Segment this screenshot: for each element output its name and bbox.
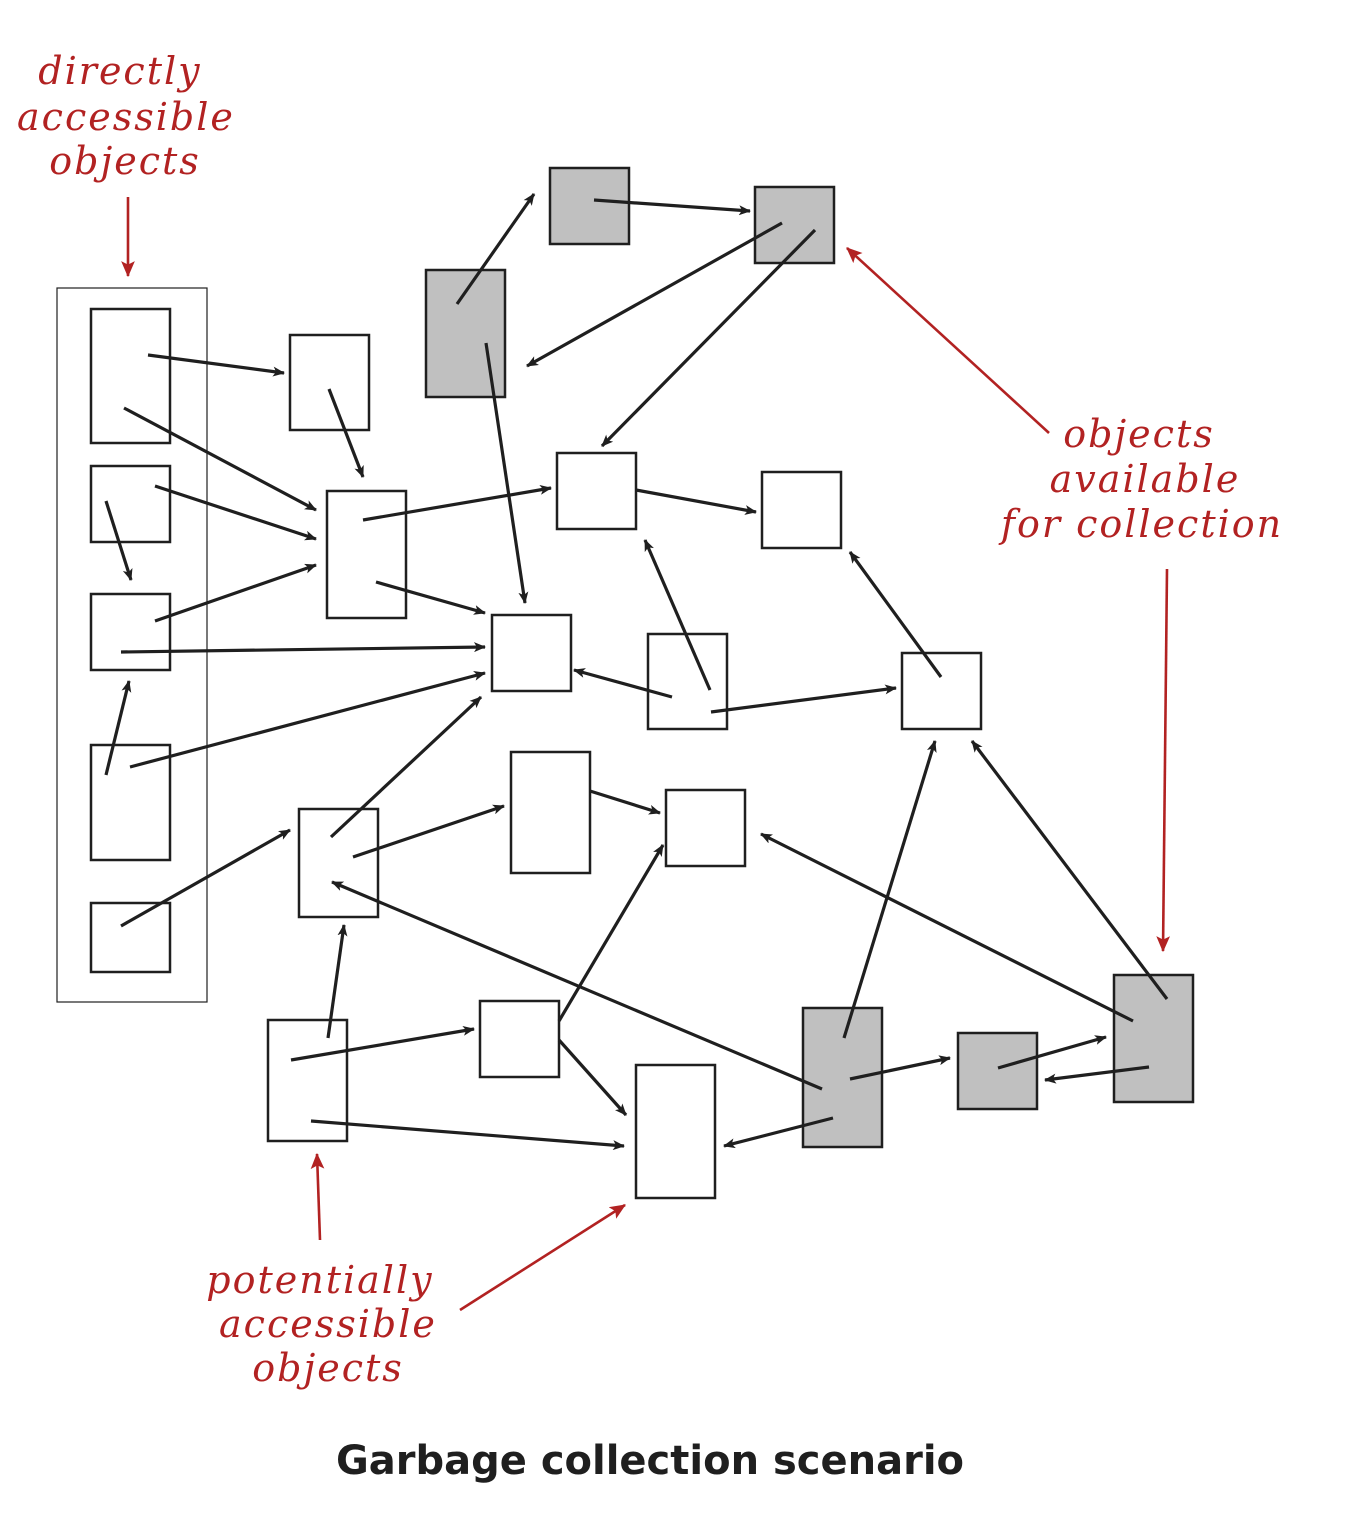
reference-arrow xyxy=(375,580,486,615)
live-objects xyxy=(266,333,983,1200)
reference-arrow xyxy=(104,680,132,776)
reference-arrow xyxy=(557,844,665,1022)
reference-arrow xyxy=(326,924,348,1039)
label-line: objects xyxy=(1063,412,1215,456)
reference-arrow xyxy=(154,484,317,541)
root-object-4[interactable] xyxy=(89,743,172,862)
root-objects xyxy=(89,307,172,974)
reference-arrow xyxy=(455,193,536,305)
annotation-arrows xyxy=(121,197,1171,1312)
label-line: directly xyxy=(38,49,201,93)
label-directly-accessible: directly accessible objects xyxy=(17,49,249,183)
label-line: available xyxy=(1050,457,1241,501)
garbage-object-5[interactable] xyxy=(956,1031,1039,1111)
reference-arrow xyxy=(760,832,1134,1023)
reference-arrow xyxy=(573,668,673,699)
reference-arrow xyxy=(600,228,817,448)
reference-arrow xyxy=(593,198,751,216)
root-object-2[interactable] xyxy=(89,464,172,544)
reference-arrow xyxy=(154,563,317,623)
reference-arrow xyxy=(1044,1065,1150,1084)
live-object-i[interactable] xyxy=(664,788,747,868)
live-object-k[interactable] xyxy=(266,1018,349,1143)
live-object-c[interactable] xyxy=(555,451,638,531)
reference-arrow xyxy=(723,1116,834,1149)
label-potentially-accessible: potentially accessible objects xyxy=(206,1258,451,1390)
reference-arrow xyxy=(327,388,365,478)
label-line: for collection xyxy=(998,502,1283,546)
label-available-for-collection: objects available for collection xyxy=(998,412,1283,546)
reference-arrow xyxy=(120,642,486,654)
reference-arrow xyxy=(848,551,943,678)
reference-arrow xyxy=(310,1119,625,1151)
live-object-m[interactable] xyxy=(634,1063,717,1200)
garbage-object-1[interactable] xyxy=(548,166,631,246)
garbage-object-6[interactable] xyxy=(1112,973,1195,1104)
reference-arrow xyxy=(129,670,486,769)
reference-arrow xyxy=(104,500,133,581)
garbage-object-4[interactable] xyxy=(801,1006,884,1149)
reference-arrow xyxy=(147,353,285,377)
live-object-h[interactable] xyxy=(509,750,592,875)
diagram-caption: Garbage collection scenario xyxy=(336,1438,964,1484)
label-line: objects xyxy=(252,1346,404,1390)
annotation-arrow-potentially-1 xyxy=(310,1152,325,1241)
reference-arrow xyxy=(123,406,317,512)
reference-arrow xyxy=(526,221,783,368)
root-set-frame xyxy=(56,287,208,1003)
reference-arrow xyxy=(997,1035,1107,1070)
reference-arrow xyxy=(643,539,712,691)
reference-arrow xyxy=(970,740,1169,1000)
reference-arrow xyxy=(710,684,897,714)
reference-arrow xyxy=(635,488,757,515)
root-object-5[interactable] xyxy=(89,901,172,974)
root-object-3[interactable] xyxy=(89,592,172,672)
annotation-arrow-potentially-2 xyxy=(459,1203,626,1312)
live-object-d[interactable] xyxy=(760,470,843,550)
label-line: potentially xyxy=(206,1258,433,1302)
reference-arrow xyxy=(290,1025,475,1062)
label-line: accessible xyxy=(219,1302,437,1346)
garbage-object-3[interactable] xyxy=(424,268,507,399)
reference-arrow xyxy=(842,740,937,1039)
reference-arrows xyxy=(104,193,1169,1151)
reference-arrow xyxy=(557,1038,628,1117)
reference-arrow xyxy=(589,789,661,815)
reference-arrow xyxy=(484,342,529,604)
reference-arrow xyxy=(352,804,505,859)
root-object-1[interactable] xyxy=(89,307,172,445)
label-line: accessible xyxy=(17,95,235,139)
garbage-objects xyxy=(424,166,1195,1149)
live-object-e[interactable] xyxy=(490,613,573,693)
live-object-g[interactable] xyxy=(900,651,983,731)
reference-arrow xyxy=(329,695,483,839)
label-line: objects xyxy=(49,139,201,183)
live-object-j[interactable] xyxy=(297,807,380,919)
reference-arrow xyxy=(362,484,552,522)
live-object-f[interactable] xyxy=(646,632,729,731)
live-object-l[interactable] xyxy=(478,999,561,1079)
annotation-arrow-available-1 xyxy=(846,247,1050,434)
live-object-a[interactable] xyxy=(288,333,371,432)
live-object-b[interactable] xyxy=(325,489,408,620)
reference-arrow xyxy=(331,880,823,1091)
annotation-arrow-available-2 xyxy=(1156,568,1171,953)
reference-arrow xyxy=(849,1055,951,1081)
reference-arrow xyxy=(120,828,291,928)
